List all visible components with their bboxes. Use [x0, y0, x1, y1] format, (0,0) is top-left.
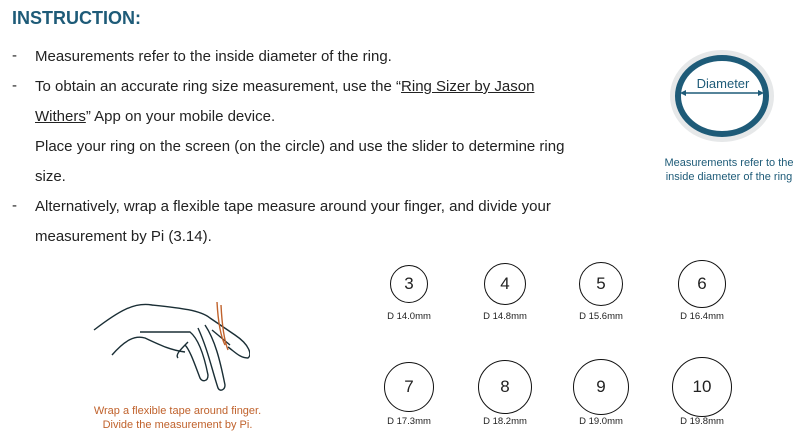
hand-illustration — [93, 301, 250, 391]
ring-size-6: 6 — [678, 260, 726, 308]
ring-size-7: 7 — [384, 362, 434, 412]
ring-size-3: 3 — [390, 265, 428, 303]
ring-size-4: 4 — [484, 263, 526, 305]
bullet-dash: - — [12, 77, 17, 94]
ring-diameter-label: D 17.3mm — [387, 416, 431, 427]
bullet-3-line-1: Alternatively, wrap a flexible tape meas… — [35, 198, 551, 215]
hand-caption: Wrap a flexible tape around finger. Divid… — [60, 404, 295, 432]
ring-diameter-label: D 14.0mm — [387, 311, 431, 322]
ring-diameter-label: D 19.0mm — [579, 416, 623, 427]
bullet-1: Measurements refer to the inside diamete… — [35, 48, 392, 65]
app-link[interactable]: Withers — [35, 108, 86, 125]
ring-size-10: 10 — [672, 357, 732, 417]
text: To obtain an accurate ring size measurem… — [35, 78, 402, 95]
diameter-label: Diameter — [696, 76, 750, 91]
instruction-title: INSTRUCTION: — [12, 8, 141, 28]
bullet-dash: - — [12, 47, 17, 64]
ring-size-5: 5 — [579, 262, 623, 306]
bullet-2-line-4: size. — [35, 168, 66, 185]
ring-size-8: 8 — [478, 360, 532, 414]
bullet-2-line-1: To obtain an accurate ring size measurem… — [35, 77, 534, 97]
diagram-caption: Measurements refer to the inside diamete… — [664, 157, 794, 183]
bullet-2-line-3: Place your ring on the screen (on the ci… — [35, 138, 565, 155]
ring-diameter-label: D 18.2mm — [483, 416, 527, 427]
bullet-2-line-2: Withers” App on your mobile device. — [35, 107, 275, 127]
ring-diameter-label: D 19.8mm — [680, 416, 724, 427]
bullet-dash: - — [12, 197, 17, 214]
caption-line: Divide the measurement by Pi. — [102, 419, 253, 431]
text: ” App on your mobile device. — [85, 108, 276, 125]
bullet-3-line-2: measurement by Pi (3.14). — [35, 228, 212, 245]
ring-diameter-label: D 14.8mm — [483, 311, 527, 322]
app-link[interactable]: Ring Sizer by Jason — [401, 78, 535, 95]
caption-line: Wrap a flexible tape around finger. — [93, 405, 262, 417]
ring-diameter-diagram — [670, 50, 774, 142]
ring-diameter-label: D 15.6mm — [579, 311, 623, 322]
ring-size-9: 9 — [573, 359, 629, 415]
ring-diameter-label: D 16.4mm — [680, 311, 724, 322]
